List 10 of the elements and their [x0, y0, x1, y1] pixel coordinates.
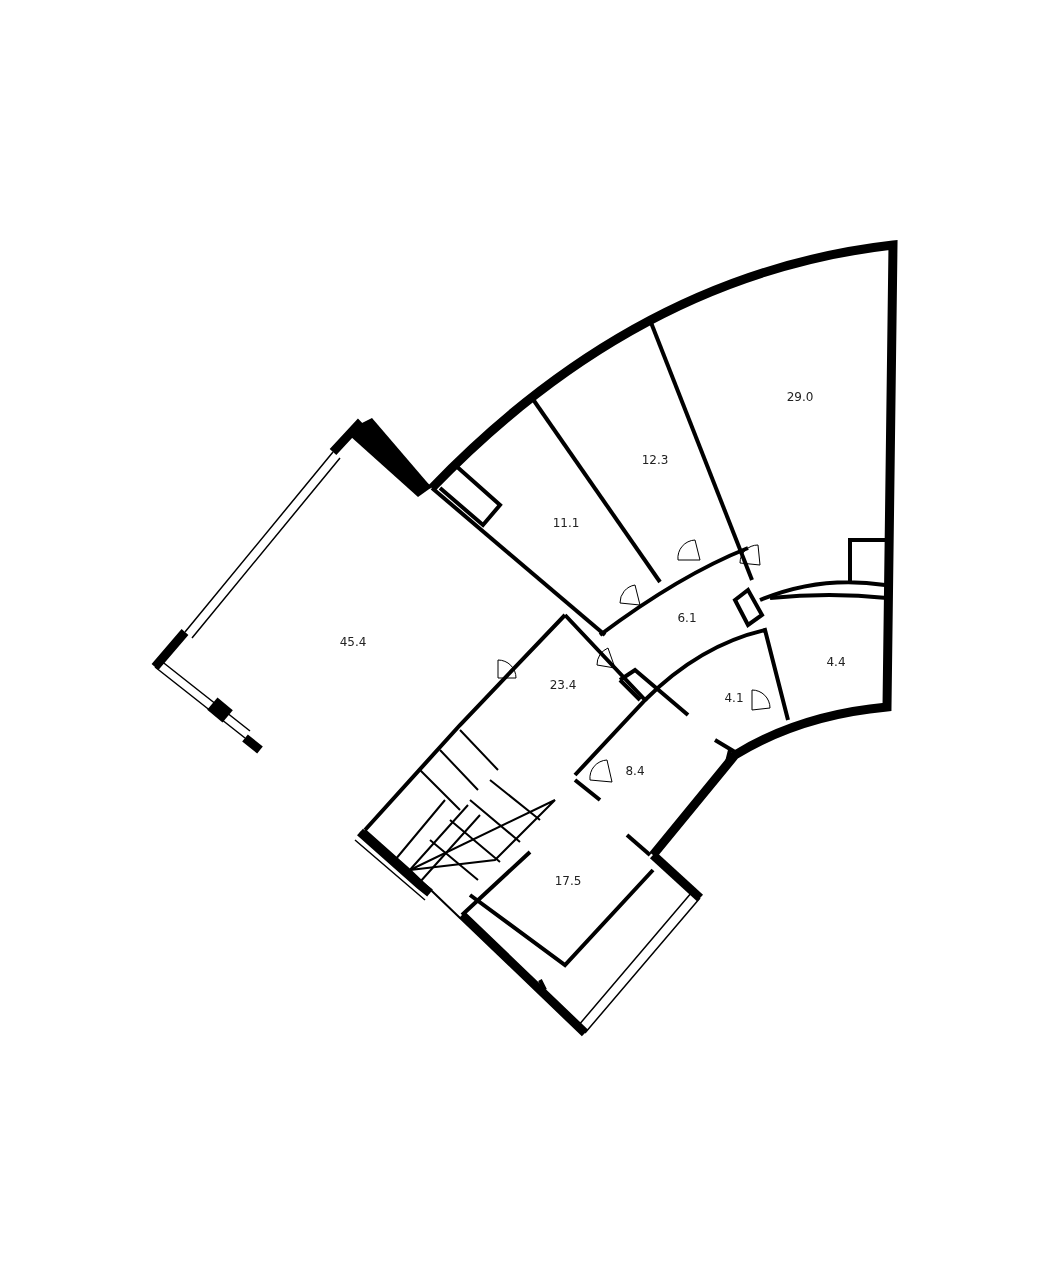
room-area-label: 45.4: [339, 635, 367, 649]
room-area-label: 11.1: [552, 516, 580, 530]
room-area-label: 12.3: [641, 453, 669, 467]
room-area-label: 6.1: [677, 611, 697, 625]
room-area-label: 23.4: [549, 678, 577, 692]
room-area-label: 29.0: [786, 390, 814, 404]
room-area-label: 4.1: [724, 691, 744, 705]
room-area-label: 8.4: [625, 764, 645, 778]
room-area-label: 4.4: [826, 655, 846, 669]
room-area-label: 17.5: [554, 874, 582, 888]
